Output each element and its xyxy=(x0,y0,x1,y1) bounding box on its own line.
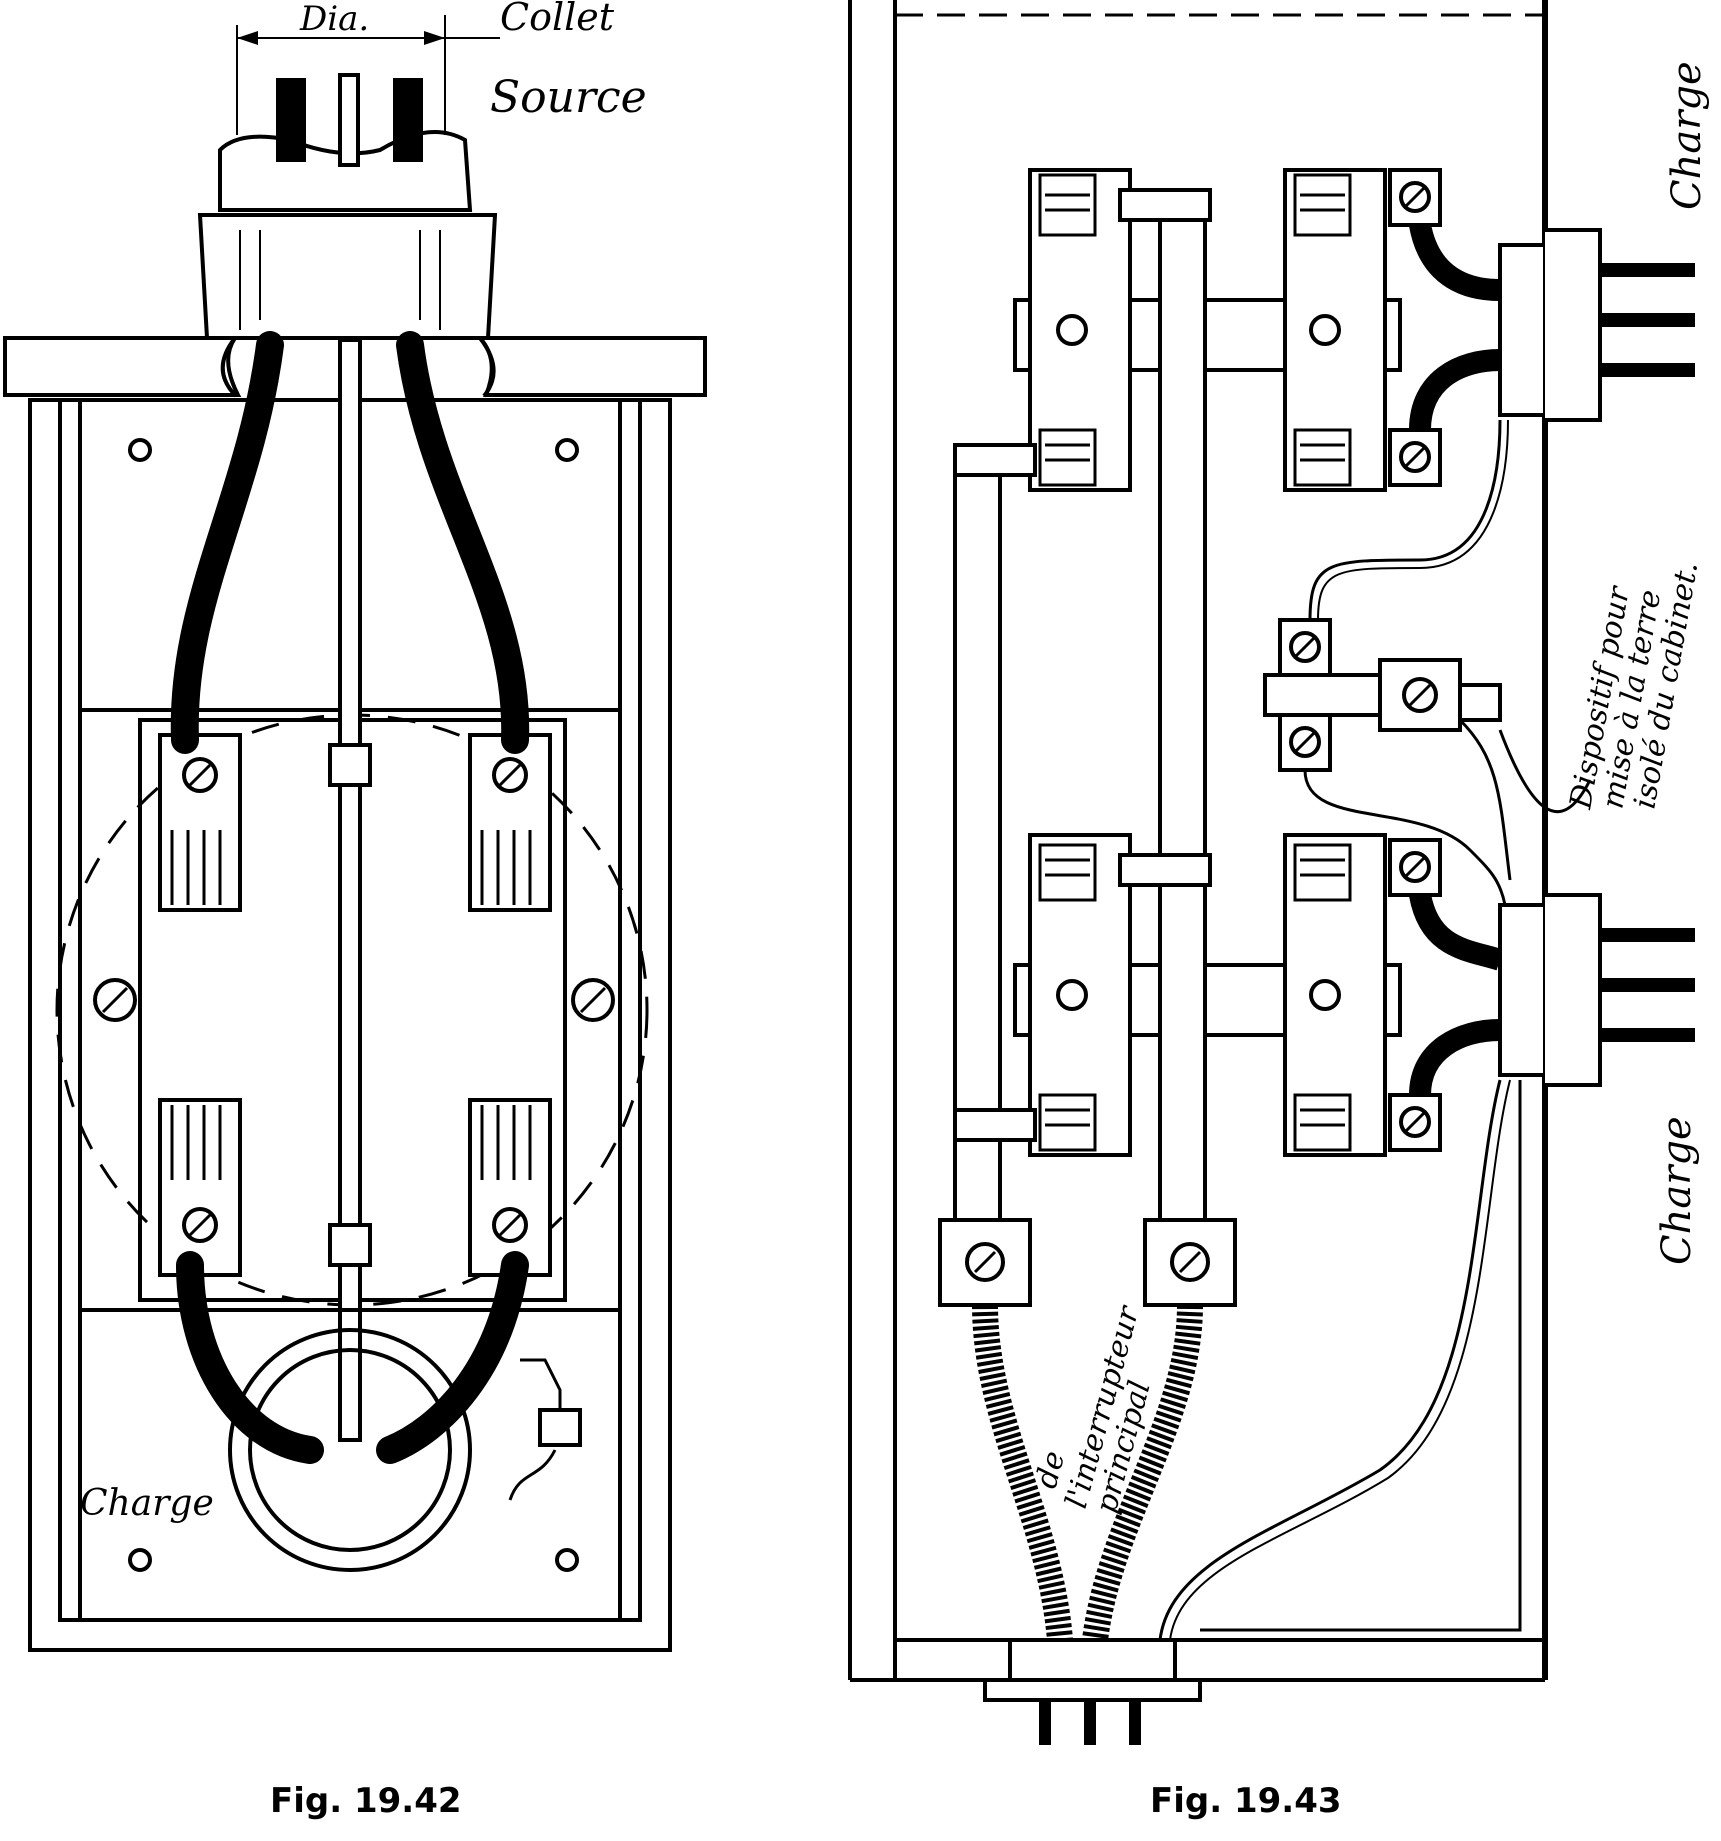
lid-notch xyxy=(220,336,238,398)
ground-wire-floor xyxy=(1200,1080,1522,1632)
figure-19-42 xyxy=(3,15,707,1652)
knockout-ring-inner xyxy=(248,1348,452,1552)
terminal-screw-ur xyxy=(492,757,528,793)
upper-side-tab-right xyxy=(1383,298,1402,372)
ground-wire-3 xyxy=(1458,718,1512,881)
mount-hole-tl xyxy=(128,438,152,462)
load-terminal-2 xyxy=(1388,428,1442,487)
fuse-clips xyxy=(1038,173,1352,1152)
bottom-fitting-plate xyxy=(983,1678,1202,1702)
label-charge-bottom: Charge xyxy=(1654,1116,1700,1265)
ground-strap xyxy=(338,338,362,1442)
main-cable-right xyxy=(1082,1304,1203,1642)
mount-hole-tr xyxy=(555,438,579,462)
load-cable-2 xyxy=(1409,349,1501,431)
cable-source-right xyxy=(396,331,530,754)
lid-notch-right xyxy=(478,336,496,398)
label-charge-top: Charge xyxy=(1664,61,1710,210)
main-input-terminal-right xyxy=(1143,1218,1237,1307)
caption-fig-19-42: Fig. 19.42 xyxy=(270,1781,462,1821)
lower-side-tab-left xyxy=(1013,963,1032,1037)
conductor-stub-left xyxy=(276,78,306,162)
ground-leader-line xyxy=(1498,729,1592,814)
cable-load-left xyxy=(176,1251,324,1464)
ground-wire-long-b xyxy=(1169,1079,1511,1641)
bus-clip-left-upper xyxy=(953,443,1037,477)
ring-screw-left xyxy=(93,978,137,1022)
ground-strap-clip-bottom xyxy=(328,1223,372,1267)
upper-nut-right xyxy=(1309,314,1341,346)
exit-conductors-upper xyxy=(1600,263,1695,377)
load-cable-4 xyxy=(1409,1019,1501,1096)
ground-wire-1 xyxy=(1308,419,1502,621)
bottom-stubs xyxy=(1039,1700,1141,1745)
conductor-stub-center xyxy=(338,73,360,167)
bus-clip-lower xyxy=(1118,853,1212,887)
main-input-terminal-left xyxy=(938,1218,1032,1307)
upper-crossbar xyxy=(1128,298,1287,372)
cable-load-right xyxy=(376,1251,529,1464)
lower-plate xyxy=(78,1308,622,1622)
lower-nut-left xyxy=(1056,979,1088,1011)
terminal-screw-lr xyxy=(492,1207,528,1243)
fitting-lower xyxy=(1498,903,1547,1077)
upper-nut-left xyxy=(1056,314,1088,346)
ground-screw-lower xyxy=(1278,713,1332,772)
load-terminal-4 xyxy=(1388,1093,1442,1152)
main-cable-left xyxy=(972,1304,1073,1642)
bus-clip-upper xyxy=(1118,188,1212,222)
load-terminal-3 xyxy=(1388,838,1442,897)
ground-wire-long xyxy=(1158,1079,1502,1641)
label-dia: Dia. xyxy=(299,0,369,39)
dimension-arrow-right xyxy=(424,31,445,45)
load-terminal-1 xyxy=(1388,168,1442,227)
cable-source-left xyxy=(170,331,284,754)
jaw-hatching xyxy=(170,830,532,1180)
bus-clip-left-lower xyxy=(953,1108,1037,1142)
lower-crossbar xyxy=(1128,963,1287,1037)
terminal-screw-ul xyxy=(182,757,218,793)
fitting-upper xyxy=(1498,243,1547,417)
ground-clamp xyxy=(1378,658,1462,732)
load-cable-1 xyxy=(1409,222,1501,301)
bonding-coil xyxy=(508,1449,557,1501)
ground-screw-upper xyxy=(1278,618,1332,677)
ground-strap-clip-top xyxy=(328,743,372,787)
fitting-upper-outer xyxy=(1545,228,1602,422)
upper-side-tab-left xyxy=(1013,298,1032,372)
label-charge-fig42: Charge xyxy=(80,1483,214,1524)
label-source: Source xyxy=(490,72,647,123)
caption-fig-19-43: Fig. 19.43 xyxy=(1150,1781,1342,1821)
knockout-ring-outer xyxy=(228,1328,472,1572)
bus-bar-right xyxy=(1158,188,1207,1242)
conductor-stub-right xyxy=(393,78,423,162)
ground-wire-1b xyxy=(1317,419,1509,621)
figure-19-43 xyxy=(848,0,1695,1745)
load-cable-3 xyxy=(1409,892,1504,971)
mount-hole-bl xyxy=(128,1548,152,1572)
terminal-screw-ll xyxy=(182,1207,218,1243)
lower-side-tab-right xyxy=(1383,963,1402,1037)
bottom-fitting xyxy=(1008,1638,1177,1682)
bonding-clamp xyxy=(538,1408,582,1447)
meter-hub xyxy=(197,213,498,340)
dimension-arrow-left xyxy=(237,31,258,45)
fitting-lower-outer xyxy=(1545,893,1602,1087)
exit-conductors-lower xyxy=(1600,928,1695,1042)
ring-screw-right xyxy=(571,978,615,1022)
ground-wire-2 xyxy=(1303,769,1507,906)
ground-tab xyxy=(1458,683,1502,722)
lower-nut-right xyxy=(1309,979,1341,1011)
label-collet: Collet xyxy=(500,0,615,39)
mount-hole-br xyxy=(555,1548,579,1572)
